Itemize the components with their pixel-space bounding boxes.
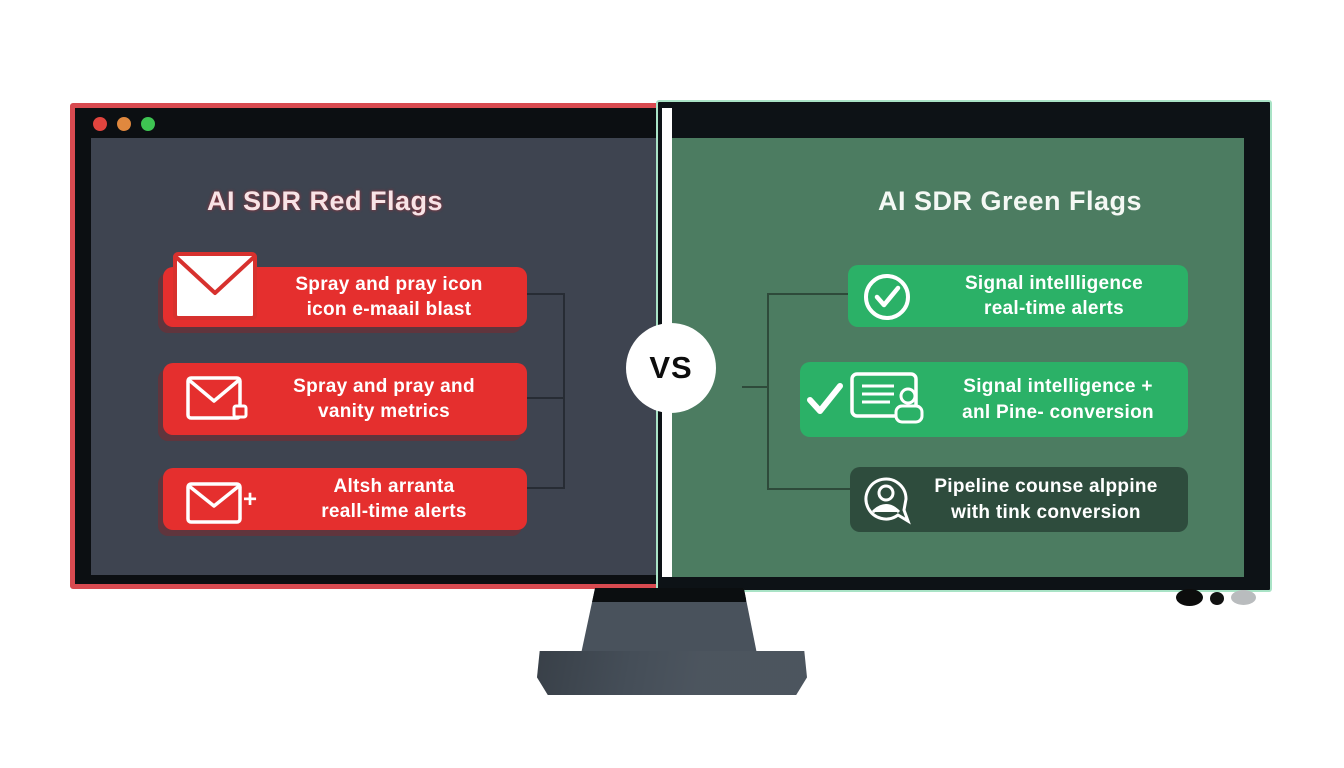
card-text-line1: Signal intelligence + [963,376,1153,398]
red-flag-card: Spray and pray icon icon e-maail blast [163,267,527,327]
card-text-line2: reall-time alerts [321,501,467,522]
monitor-stand-joint [591,588,747,602]
monitor-stand-neck [581,588,757,654]
monitor-stand-base [537,651,807,695]
right-panel-title: AI SDR Green Flags [877,186,1143,216]
plus-icon: + [243,486,258,513]
card-text-line2: anl Pine- conversion [962,401,1154,423]
connector-line [527,487,565,489]
connector-line [767,488,850,490]
red-flag-card: Altsh arranta reall-time alerts [163,468,527,530]
card-text-line2: icon e-maail blast [306,299,472,320]
card-text-line1: Altsh arranta [333,475,455,497]
decorative-dot [1231,590,1256,605]
green-flag-card: Pipeline counse alppine with tink conver… [850,467,1188,532]
vs-label: VS [649,350,693,385]
decorative-dot [1210,592,1224,605]
vs-badge: VS [626,323,716,413]
card-text-line2: real-time alerts [984,298,1124,319]
left-panel-title: AI SDR Red Flags [206,186,444,216]
card-text-line1: Pipeline counse alppine [934,476,1158,498]
connector-line [527,293,565,295]
decorative-dot [1176,589,1203,606]
close-window-icon[interactable] [93,117,107,131]
window-traffic-lights [93,117,155,131]
connector-line [767,293,848,295]
card-text-line2: vanity metrics [318,401,450,422]
connector-line [563,293,565,489]
monitor-bezel [656,100,1272,592]
card-text-line1: Spray and pray icon [295,273,483,295]
green-flag-card: Signal intellligence real-time alerts [848,265,1188,327]
card-text-line1: Signal intellligence [964,272,1144,294]
maximize-window-icon[interactable] [141,117,155,131]
green-flag-card: Signal intelligence + anl Pine- conversi… [800,362,1188,437]
connector-line [527,397,565,399]
connector-line [767,293,769,490]
minimize-window-icon[interactable] [117,117,131,131]
card-text-line1: Spray and pray and [293,375,475,397]
stand-shading [537,651,807,695]
red-flag-card: Spray and pray and vanity metrics [163,363,527,435]
card-text-line2: with tink conversion [951,501,1141,523]
connector-line [742,386,769,388]
